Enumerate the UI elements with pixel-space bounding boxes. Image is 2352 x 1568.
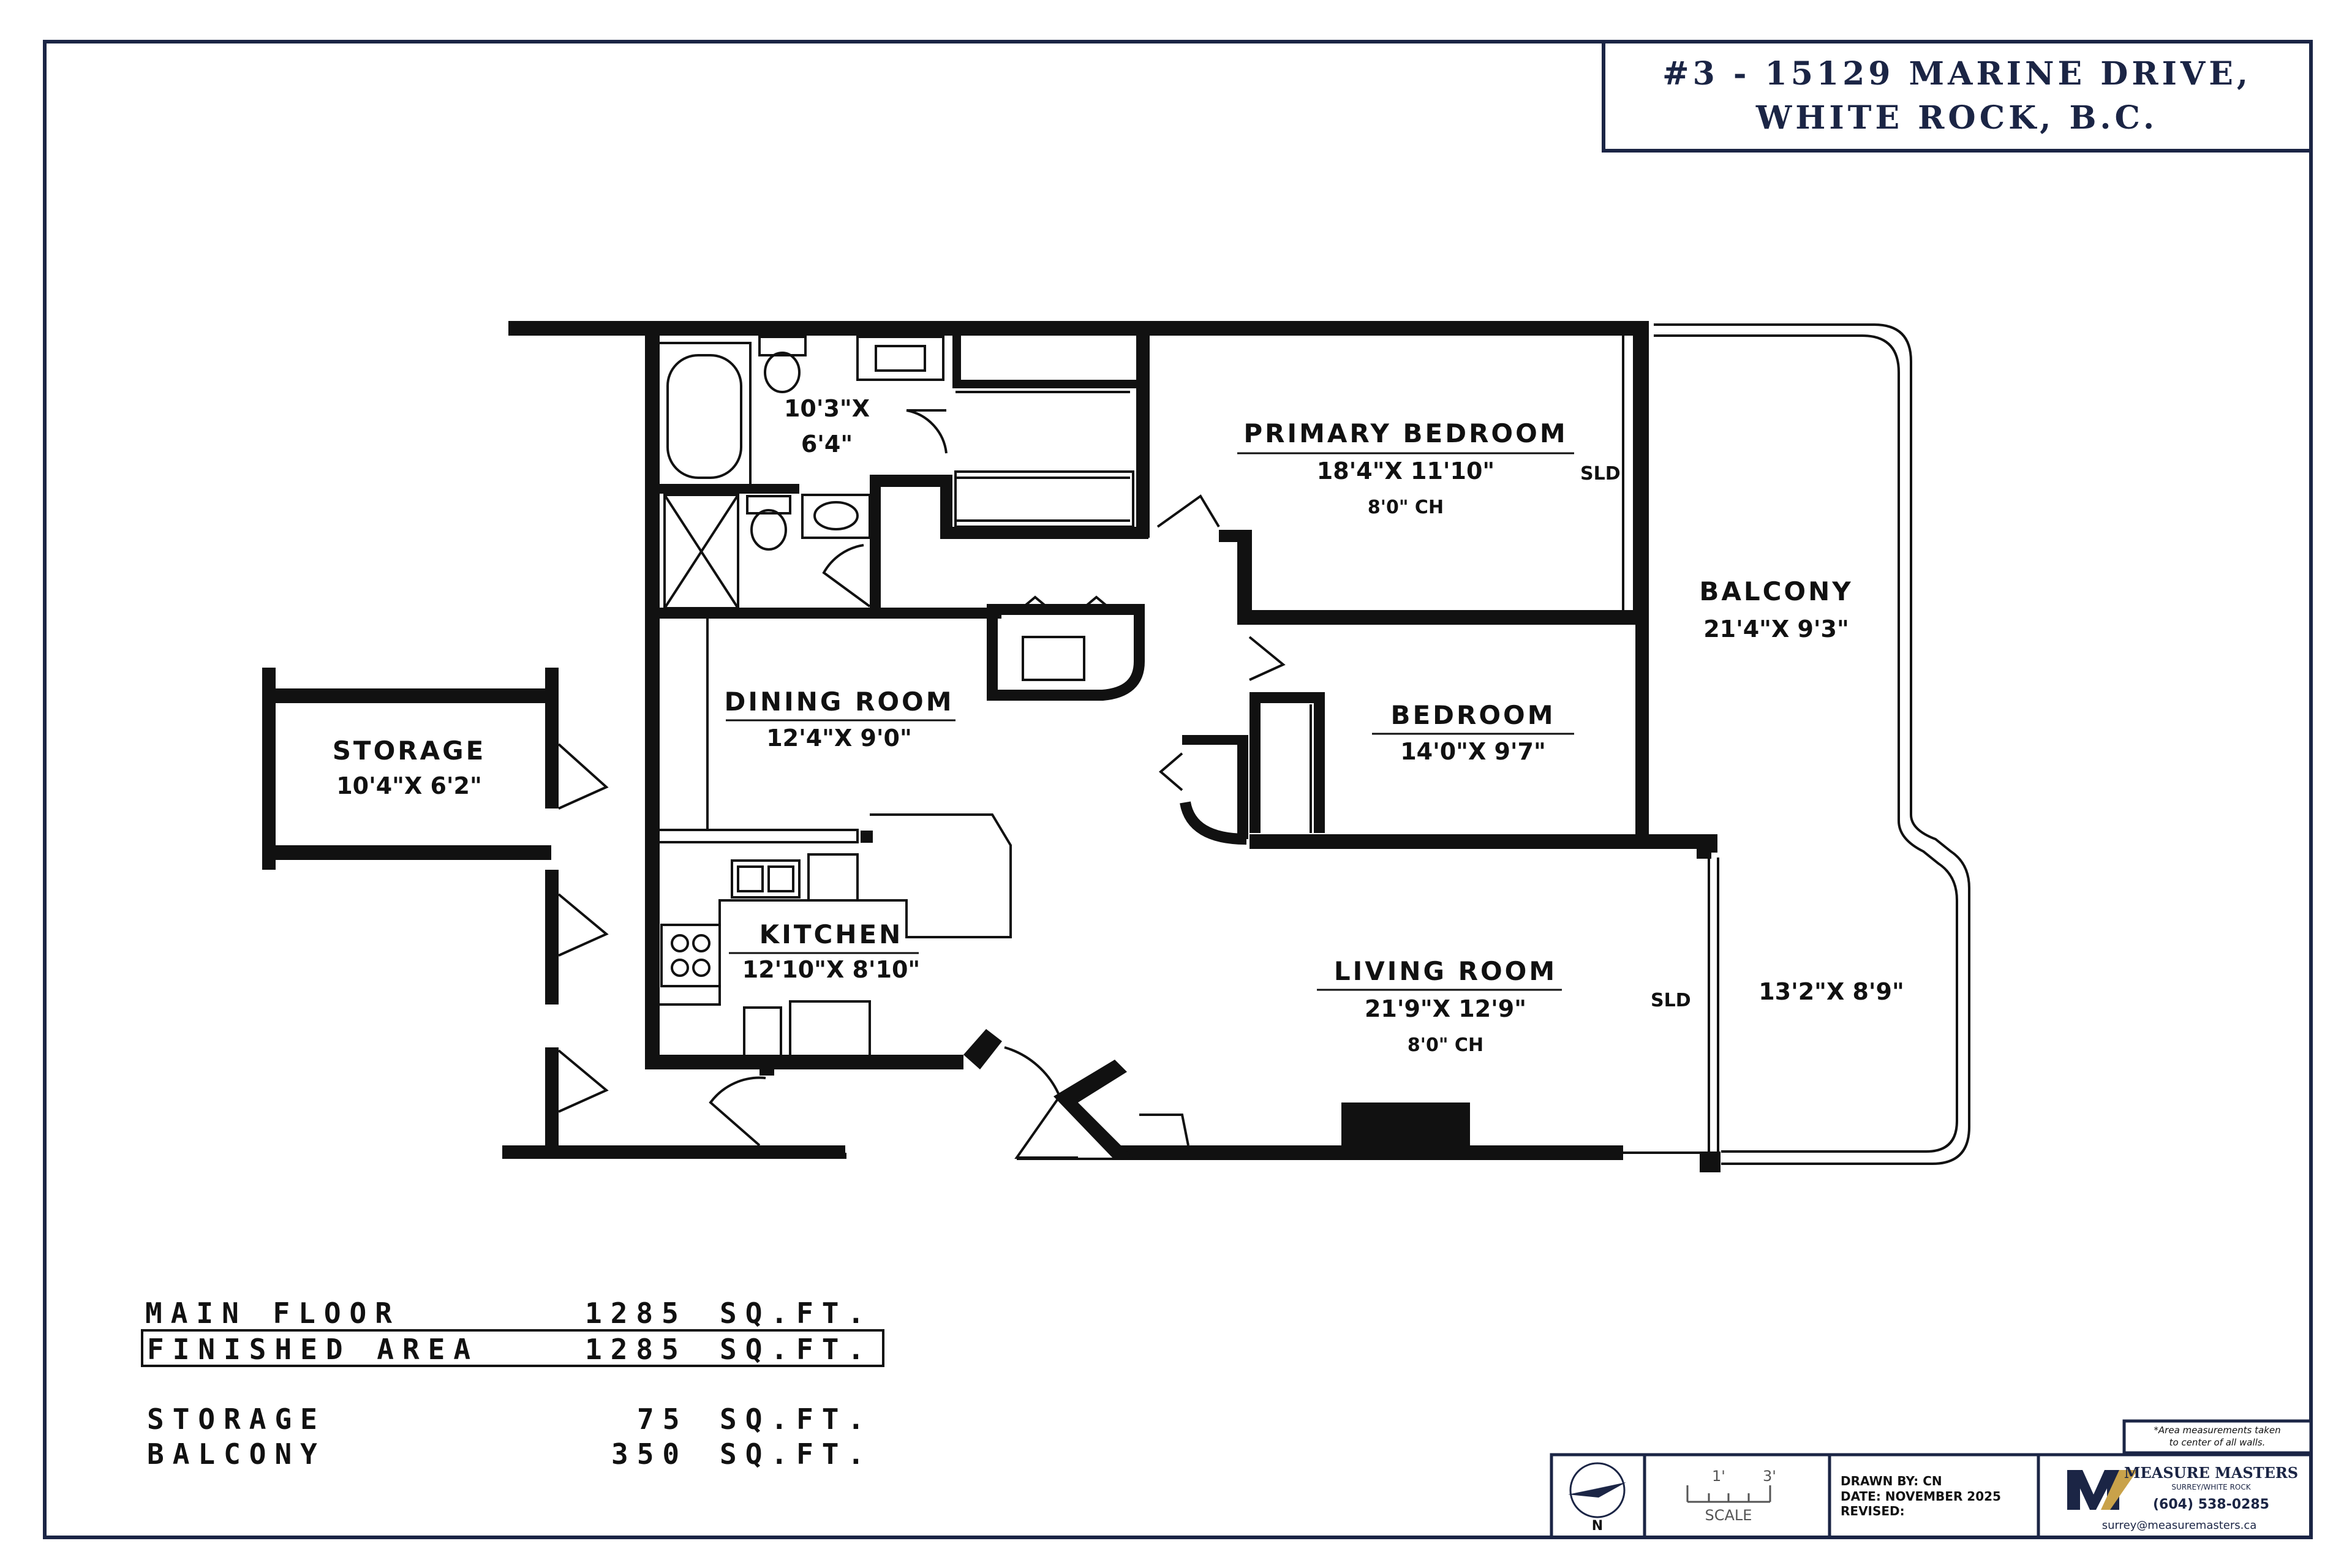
walls: [262, 321, 1721, 1172]
title-box: [1602, 40, 2313, 153]
note-line-2: to center of all walls.: [2169, 1437, 2266, 1448]
bath-dims-2: 6'4": [801, 431, 853, 458]
storage-name: STORAGE: [333, 736, 486, 766]
measure-masters-logo: [2067, 1470, 2138, 1510]
balcony-name: BALCONY: [1699, 576, 1853, 606]
note-box: [2122, 1419, 2313, 1455]
living-room-ceiling: 8'0" CH: [1408, 1035, 1483, 1056]
fixtures: [508, 323, 1970, 1165]
title-block: #3 - 15129 MARINE DRIVE, WHITE ROCK, B.C…: [1602, 40, 2313, 153]
balcony-dims: 21'4"X 9'3": [1703, 616, 1849, 643]
title-line-1: #3 - 15129 MARINE DRIVE,: [1662, 55, 2252, 92]
area-unit-finished: SQ.FT.: [720, 1333, 873, 1366]
finished-area-box: [141, 1329, 884, 1367]
bath-dims-1: 10'3"X: [784, 395, 870, 422]
area-label-storage: STORAGE: [147, 1403, 326, 1436]
room-labels: 10'3"X 6'4" PRIMARY BEDROOM 18'4"X 11'10…: [333, 395, 1904, 1056]
living-room-dims: 21'9"X 12'9": [1365, 995, 1526, 1022]
footer-box: [1550, 1453, 2313, 1539]
living-room-name: LIVING ROOM: [1334, 956, 1557, 986]
primary-bedroom-dims: 18'4"X 11'10": [1317, 458, 1494, 484]
primary-bedroom-ceiling: 8'0" CH: [1368, 497, 1444, 518]
area-label-balcony: BALCONY: [147, 1438, 326, 1471]
dining-room-dims: 12'4"X 9'0": [766, 725, 912, 752]
area-unit-main-floor: SQ.FT.: [720, 1297, 873, 1330]
title-line-2: WHITE ROCK, B.C.: [1755, 99, 2158, 137]
compass-north-label: N: [1592, 1518, 1603, 1534]
area-unit-balcony: SQ.FT.: [720, 1438, 873, 1471]
page-border: [43, 40, 2313, 1539]
brand-sub: SURREY/WHITE ROCK: [2171, 1483, 2251, 1491]
kitchen-dims: 12'10"X 8'10": [742, 956, 920, 983]
drawn-date: DATE: NOVEMBER 2025: [1841, 1489, 2001, 1504]
scale-label: SCALE: [1705, 1507, 1752, 1524]
area-value-main-floor: 1285: [585, 1297, 687, 1330]
area-value-finished: 1285: [585, 1333, 687, 1366]
bedroom-dims: 14'0"X 9'7": [1400, 738, 1546, 765]
footer-block: *Area measurements taken to center of al…: [1550, 1419, 2313, 1539]
brand-phone: (604) 538-0285: [2153, 1497, 2269, 1512]
revised: REVISED:: [1841, 1504, 1905, 1518]
storage-dims: 10'4"X 6'2": [336, 772, 482, 799]
scale-3: 3': [1763, 1468, 1776, 1485]
scale-1: 1': [1712, 1468, 1725, 1485]
area-value-balcony: 350: [611, 1438, 688, 1471]
primary-bedroom-name: PRIMARY BEDROOM: [1243, 418, 1567, 448]
bedroom-name: BEDROOM: [1390, 700, 1555, 730]
area-summary: MAIN FLOOR 1285 SQ.FT. FINISHED AREA 128…: [141, 1297, 884, 1471]
living-room-door: SLD: [1651, 990, 1691, 1011]
brand-name: MEASURE MASTERS: [2124, 1464, 2298, 1482]
balcony-dims-2: 13'2"X 8'9": [1758, 978, 1904, 1005]
area-label-main-floor: MAIN FLOOR: [145, 1297, 401, 1330]
kitchen-name: KITCHEN: [760, 919, 903, 949]
area-value-storage: 75: [637, 1403, 688, 1436]
compass-icon: [1568, 1462, 1626, 1518]
scale-bar-icon: [1686, 1485, 1771, 1503]
area-label-finished: FINISHED AREA: [147, 1333, 479, 1366]
drawn-by: DRAWN BY: CN: [1841, 1474, 1942, 1488]
area-unit-storage: SQ.FT.: [720, 1403, 873, 1436]
brand-email: surrey@measuremasters.ca: [2102, 1519, 2257, 1532]
primary-bedroom-door: SLD: [1580, 463, 1621, 484]
dining-room-name: DINING ROOM: [724, 687, 954, 717]
note-line-1: *Area measurements taken: [2154, 1425, 2280, 1436]
